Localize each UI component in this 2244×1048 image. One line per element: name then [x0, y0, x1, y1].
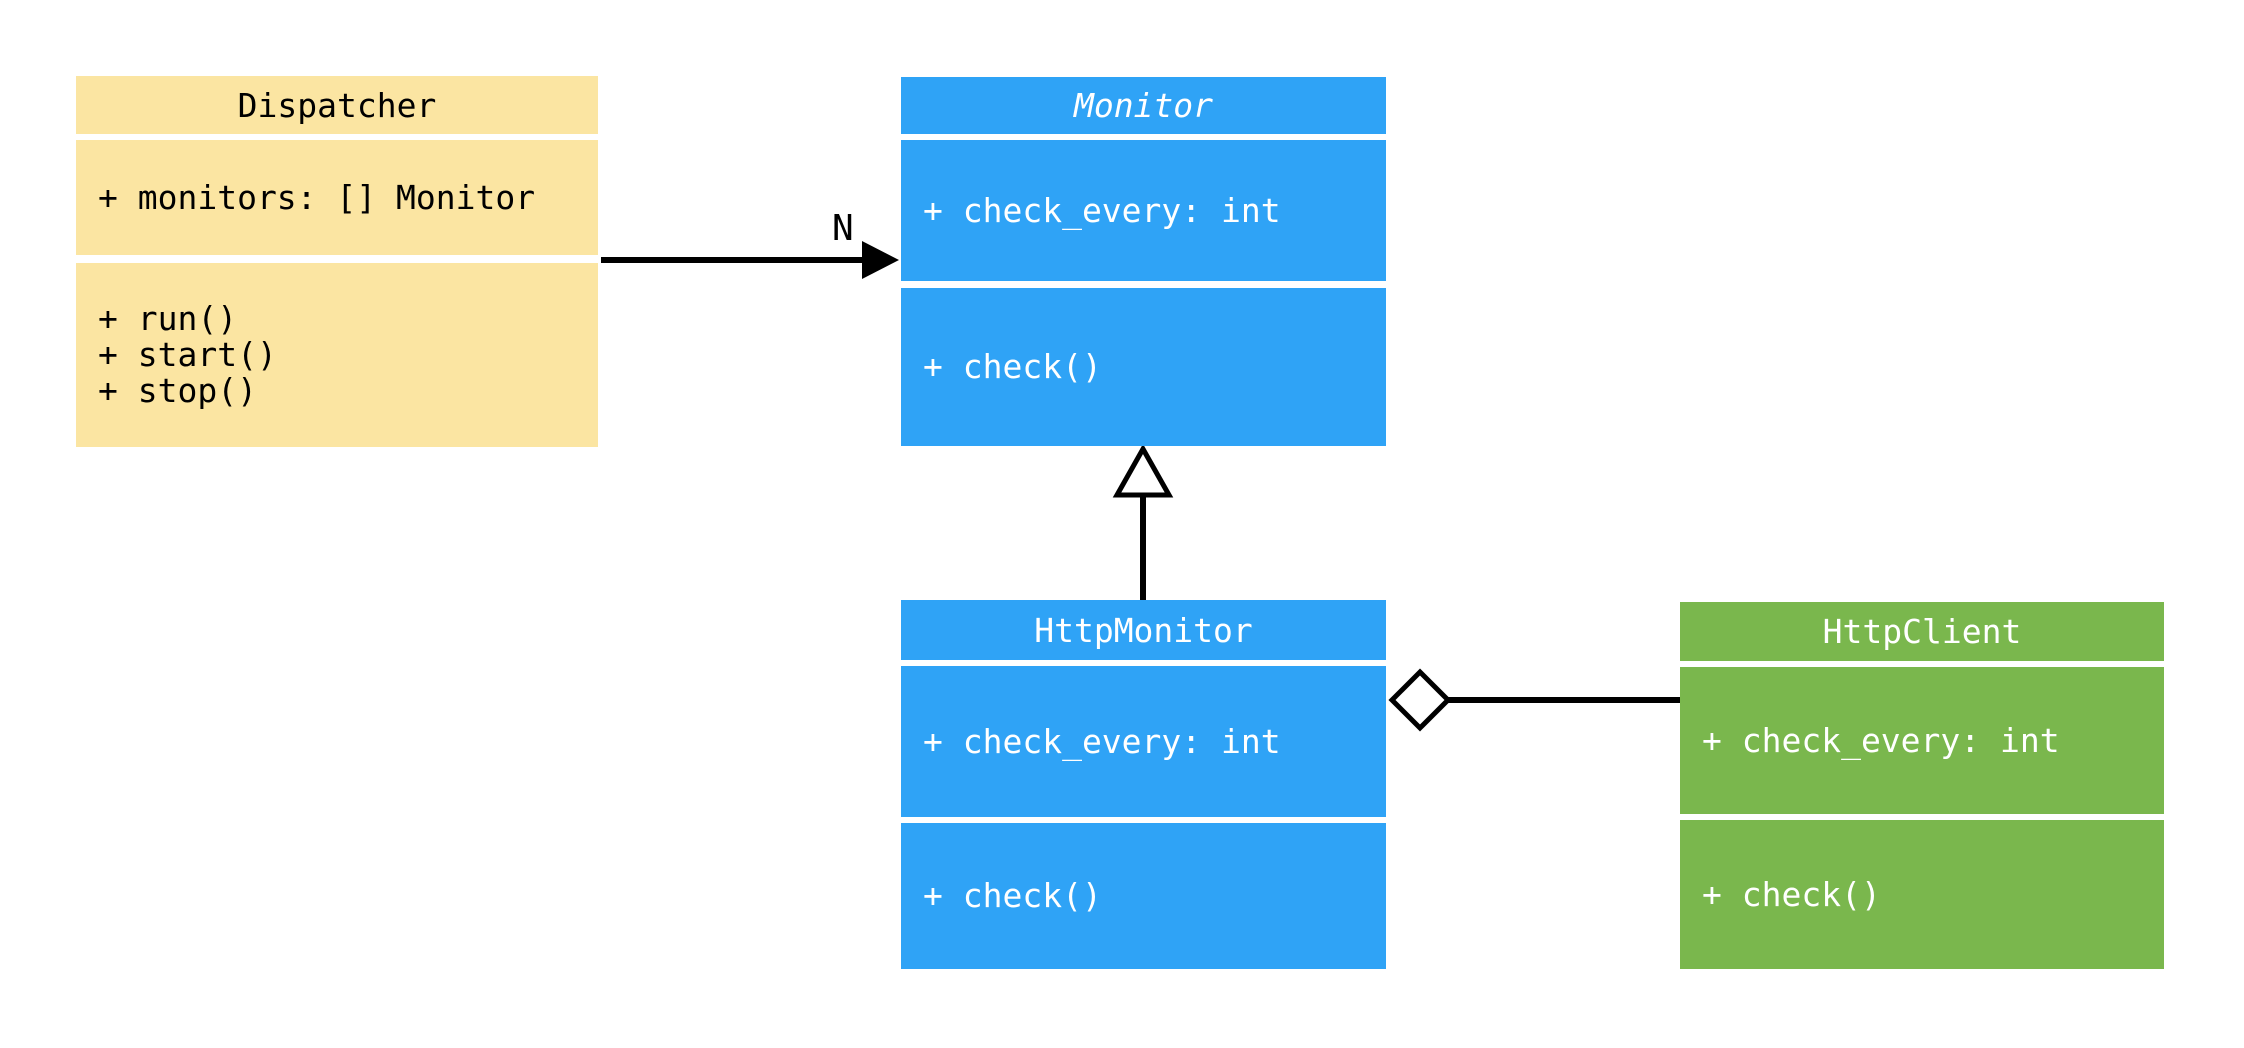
methods-compartment: + check() — [901, 288, 1386, 446]
class-box-httpmonitor[interactable]: HttpMonitor + check_every: int + check() — [901, 600, 1386, 969]
class-name: Monitor — [1073, 86, 1214, 125]
method-row: + check() — [1702, 874, 1881, 914]
class-title-bar: Monitor — [901, 77, 1386, 134]
class-name: HttpClient — [1822, 612, 2022, 651]
class-name: Dispatcher — [237, 85, 437, 125]
attributes-compartment: + monitors: [] Monitor — [76, 140, 598, 255]
attributes-compartment: + check_every: int — [1680, 667, 2164, 814]
attribute-row: + check_every: int — [923, 721, 1281, 761]
association-arrowhead-icon — [862, 241, 899, 279]
class-box-monitor[interactable]: Monitor + check_every: int + check() — [901, 77, 1386, 446]
method-row: + check() — [923, 347, 1102, 386]
attributes-compartment: + check_every: int — [901, 140, 1386, 281]
method-row: + check() — [923, 876, 1102, 915]
class-name: HttpMonitor — [1034, 610, 1253, 650]
attributes-compartment: + check_every: int — [901, 666, 1386, 817]
methods-compartment: + check() — [1680, 820, 2164, 969]
attribute-row: + check_every: int — [1702, 720, 2060, 760]
class-title-bar: Dispatcher — [76, 76, 598, 134]
association-multiplicity-label: N — [832, 208, 854, 249]
class-title-bar: HttpMonitor — [901, 600, 1386, 660]
attribute-row: + monitors: [] Monitor — [98, 177, 536, 217]
class-box-dispatcher[interactable]: Dispatcher + monitors: [] Monitor + run(… — [76, 76, 598, 447]
attribute-row: + check_every: int — [923, 190, 1281, 230]
aggregation-diamond-icon — [1388, 668, 1452, 732]
method-row: + stop() — [98, 371, 257, 410]
class-title-bar: HttpClient — [1680, 602, 2164, 661]
method-row: + run() — [98, 299, 238, 338]
inheritance-edge-httpmonitor-monitor — [1112, 443, 1174, 600]
class-box-httpclient[interactable]: HttpClient + check_every: int + check() — [1680, 602, 2164, 969]
association-edge-dispatcher-monitor — [601, 241, 899, 279]
methods-compartment: + run() + start() + stop() — [76, 263, 598, 447]
inheritance-triangle-icon — [1112, 443, 1174, 498]
methods-compartment: + check() — [901, 823, 1386, 969]
aggregation-edge-httpmonitor-httpclient — [1388, 668, 1680, 732]
method-row: + start() — [98, 335, 277, 374]
